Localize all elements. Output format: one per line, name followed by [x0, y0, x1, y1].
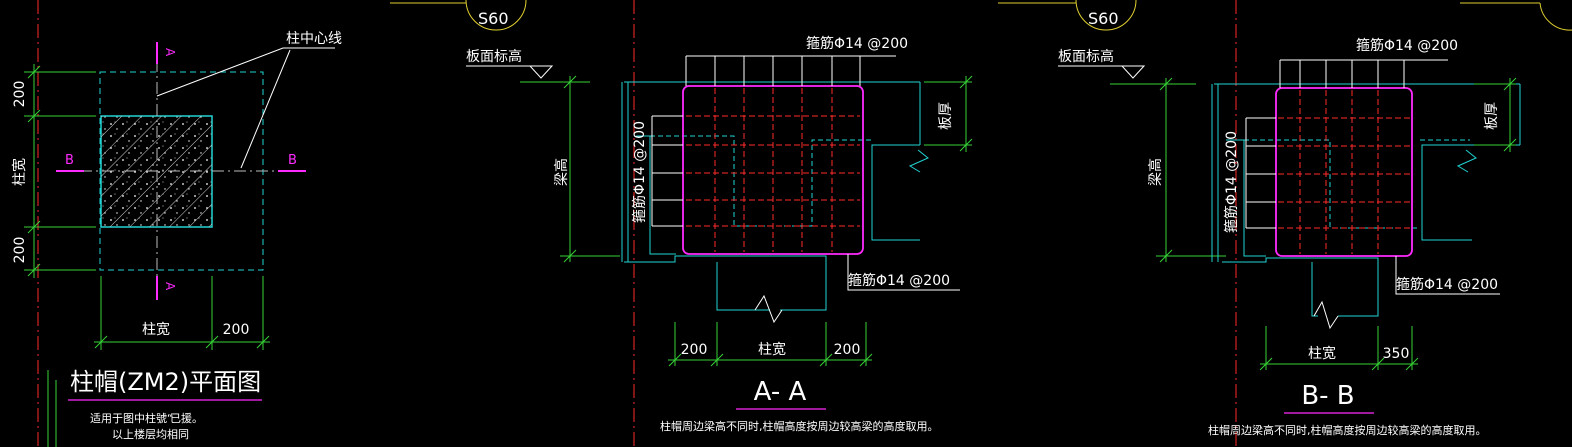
aa-slab-thickness: 板厚	[938, 102, 954, 130]
bb-bottom-rebar: 箍筋Φ14 @200	[1396, 276, 1498, 293]
section-a-top-label: A	[163, 48, 177, 57]
aa-note: 柱帽周边梁高不同时,柱帽高度按周边较高梁的高度取用。	[660, 419, 939, 433]
section-b-left-label: B	[65, 153, 74, 168]
bb-note: 柱帽周边梁高不同时,柱帽高度按周边较高梁的高度取用。	[1208, 423, 1487, 437]
aa-dim-mid: 柱宽	[758, 341, 786, 358]
bb-dim-mid: 柱宽	[1308, 345, 1336, 362]
aa-dim-left: 200	[681, 342, 708, 358]
aa-slab-level: 板面标高	[466, 48, 522, 65]
aa-dim-right: 200	[834, 342, 861, 358]
aa-title: A- A	[754, 377, 807, 407]
plan-dim-side: 柱宽	[11, 158, 28, 186]
plan-dim-top: 200	[12, 81, 28, 108]
plan-note-line1-tail: 已援。	[170, 411, 203, 425]
aa-side-rebar: 箍筋Φ14 @200	[631, 121, 648, 223]
pile-centerline-label: 柱中心线	[286, 31, 342, 47]
bb-rebar-cage	[1275, 87, 1413, 257]
plan-note-line2: 以上楼层均相同	[112, 427, 189, 441]
bb-dim-right: 350	[1383, 346, 1410, 362]
section-b-right-label: B	[288, 153, 297, 168]
bb-top-rebar: 箍筋Φ14 @200	[1356, 37, 1458, 54]
section-a-bottom-label: A	[163, 282, 177, 291]
section-aa: S60 板面标高 梁高	[390, 0, 973, 433]
bb-beam-height: 梁高	[1147, 158, 1164, 186]
aa-bottom-rebar: 箍筋Φ14 @200	[848, 272, 950, 289]
plan-view: 柱中心线 A A B B 200 柱宽 200	[11, 31, 342, 447]
plan-dim-bottom: 200	[12, 237, 28, 264]
bb-slab-level: 板面标高	[1058, 48, 1114, 65]
plan-note-line1: 适用于图中柱號“	[90, 411, 173, 425]
plan-dim-right: 200	[223, 322, 250, 338]
bb-grid-label: S60	[1088, 9, 1119, 28]
plan-title: 柱帽(ZM2)平面图	[70, 368, 261, 396]
aa-beam-height: 梁高	[553, 158, 570, 186]
plan-dim-col-width: 柱宽	[142, 321, 170, 338]
section-bb: S60 板面标高 梁高	[998, 0, 1572, 437]
bb-slab-thickness: 板厚	[1484, 102, 1500, 130]
bb-side-rebar: 箍筋Φ14 @200	[1223, 131, 1240, 233]
bb-title: B- B	[1301, 381, 1354, 411]
aa-grid-label: S60	[478, 9, 509, 28]
aa-top-rebar: 箍筋Φ14 @200	[806, 35, 908, 52]
